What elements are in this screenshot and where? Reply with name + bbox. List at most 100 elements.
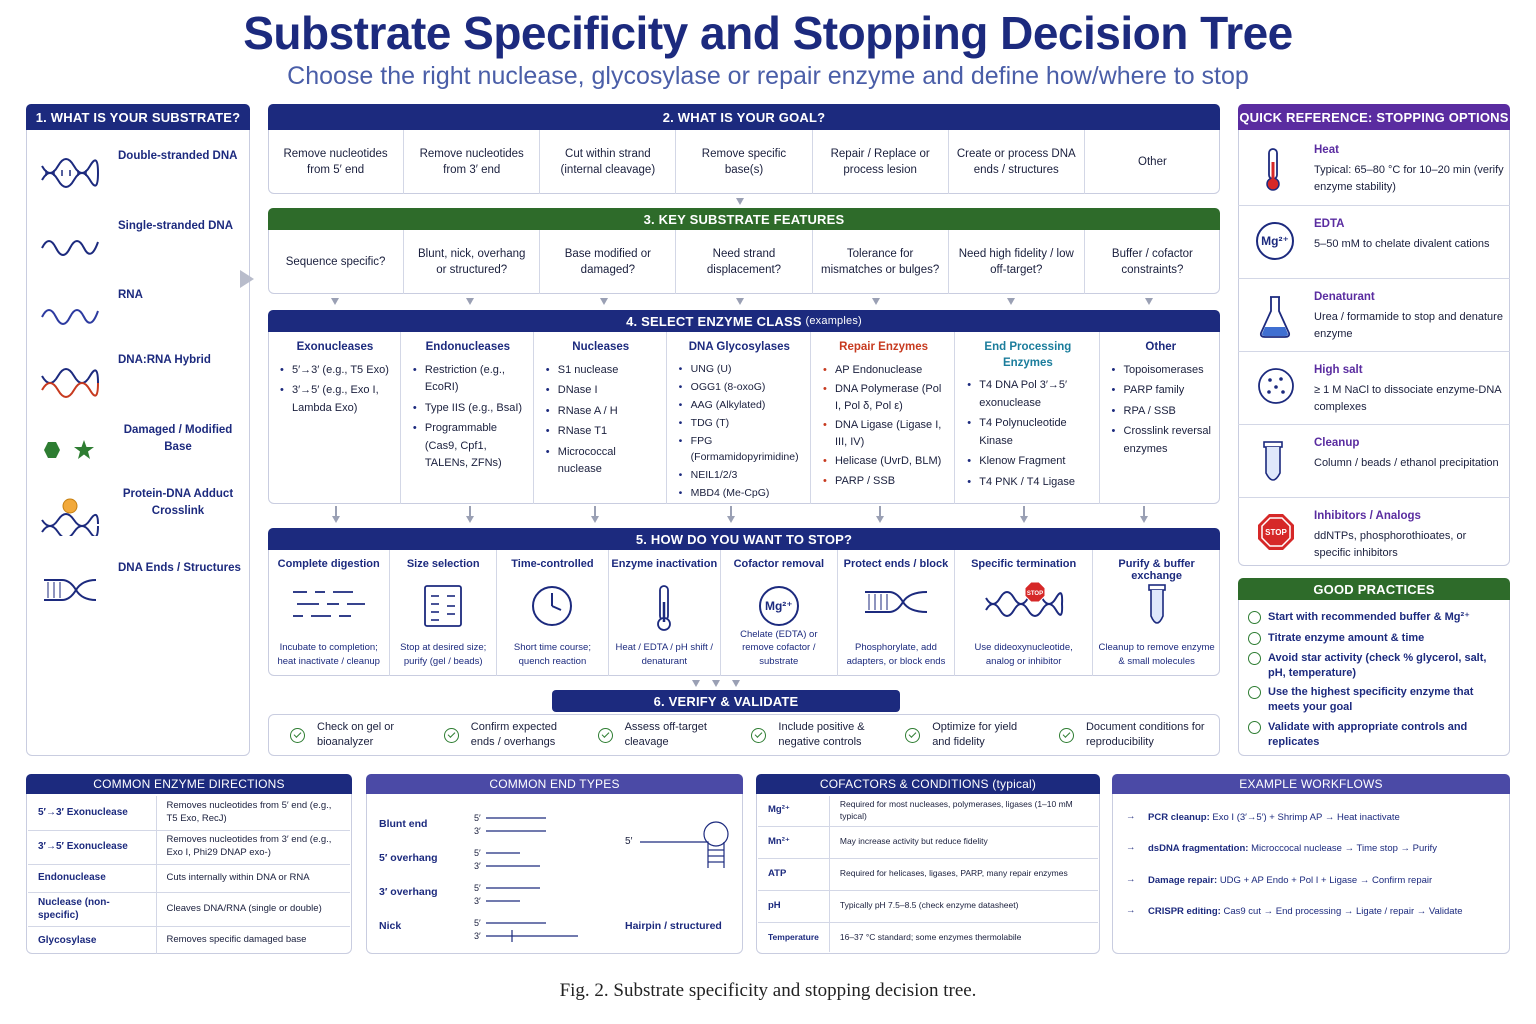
strand-3-label: 3′: [474, 931, 481, 941]
connector-line: [730, 506, 732, 518]
enzyme-list-item: Topoisomerases: [1110, 362, 1213, 380]
enzyme-header: 4. SELECT ENZYME CLASS (examples): [268, 310, 1220, 332]
stop-option[interactable]: Size selection Stop at desired size; pur…: [390, 550, 498, 676]
down-arrow-icon: [331, 298, 339, 305]
enzyme-class-repair: Repair EnzymesAP EndonucleaseDNA Polymer…: [811, 332, 956, 504]
goal-option[interactable]: Remove specific base(s): [676, 130, 813, 194]
good-practice-item: Avoid star activity (check % glycerol, s…: [1248, 651, 1506, 682]
substrate-label: DNA:RNA Hybrid: [118, 354, 211, 366]
stop-option[interactable]: Complete digestion Incubate to completio…: [268, 550, 391, 676]
substrate-item[interactable]: Single-stranded DNA: [26, 214, 252, 282]
tube-icon: [1147, 584, 1166, 624]
enzyme-list-item: RNase A / H: [544, 403, 658, 421]
substrate-item[interactable]: RNA: [26, 283, 252, 351]
strand-5-label: 5′: [474, 813, 481, 823]
verify-item: Include positive & negative controls: [733, 714, 887, 756]
features-header: 3. KEY SUBSTRATE FEATURES: [268, 208, 1220, 230]
down-arrow-icon: [872, 298, 880, 305]
verify-item: Document conditions for reproducibility: [1041, 714, 1216, 756]
verify-item-label: Check on gel or bioanalyzer: [317, 721, 395, 748]
workflow-row: →Damage repair: UDG + AP Endo + Pol I + …: [1126, 874, 1432, 886]
feature-option[interactable]: Base modified or damaged?: [540, 230, 677, 294]
stop-sign-icon: STOP: [1258, 514, 1294, 550]
stop-option-title: Specific termination: [971, 558, 1077, 570]
feature-option[interactable]: Buffer / cofactor constraints?: [1111, 247, 1193, 276]
quick-ref-title: Heat: [1314, 144, 1339, 156]
goal-header: 2. WHAT IS YOUR GOAL?: [268, 104, 1220, 130]
enzyme-class-nucleases: NucleasesS1 nucleaseDNase IRNase A / HRN…: [534, 332, 667, 504]
workflow-value: Exo I (3′→5′) + Shrimp AP → Heat inactiv…: [1212, 812, 1400, 823]
strand-5-label: 5′: [474, 848, 481, 858]
figure-caption: Fig. 2. Substrate specificity and stoppi…: [559, 980, 977, 1001]
goal-option[interactable]: Other: [1138, 155, 1167, 168]
feature-option[interactable]: Sequence specific?: [268, 230, 405, 294]
stop-option-title: Size selection: [406, 558, 480, 570]
goal-option[interactable]: Create or process DNA ends / structures: [949, 130, 1085, 194]
tube-icon: [1263, 441, 1283, 481]
substrate-item[interactable]: DNA:RNA Hybrid: [26, 348, 252, 416]
stop-option-title: Protect ends / block: [843, 558, 949, 570]
strand-5-label: 5′: [474, 918, 481, 928]
cofactor-key: ATP: [758, 858, 830, 891]
enzyme-class-glycosylases: DNA GlycosylasesUNG (U)OGG1 (8-oxoG)AAG …: [667, 332, 811, 504]
substrate-item[interactable]: DNA Ends / Structures: [26, 556, 252, 624]
feature-option[interactable]: Need high fidelity / low off-target?: [949, 230, 1085, 294]
enzyme-class-end-processing: End Processing EnzymesT4 DNA Pol 3′→5′ e…: [955, 332, 1100, 504]
stop-option[interactable]: Specific termination STOP Use dideoxynuc…: [955, 550, 1094, 676]
stop-option-title: Complete digestion: [277, 558, 380, 570]
arrow-right-icon: →: [1126, 874, 1136, 885]
stop-option[interactable]: Protect ends / block Phosphorylate, add …: [838, 550, 956, 676]
stop-option[interactable]: Time-controlled Short time course; quenc…: [497, 550, 609, 676]
enzyme-list-item: Restriction (e.g., EcoRI): [411, 362, 525, 397]
end-type-strands-icon: [486, 817, 729, 942]
feature-option[interactable]: Tolerance for mismatches or bulges?: [813, 230, 949, 294]
direction-key: Endonuclease: [28, 864, 157, 893]
strand-3-label: 3′: [474, 861, 481, 871]
goal-option[interactable]: Remove nucleotides from 3′ end: [404, 130, 541, 194]
stop-option[interactable]: Enzyme inactivation Heat / EDTA / pH shi…: [609, 550, 721, 676]
good-practices-panel: [1238, 578, 1510, 756]
goal-option[interactable]: Remove nucleotides from 5′ end: [268, 130, 405, 194]
enzyme-class-other: OtherTopoisomerasesPARP familyRPA / SSBC…: [1100, 332, 1221, 504]
feature-option[interactable]: Blunt, nick, overhang or structured?: [404, 230, 541, 294]
check-icon: [1058, 727, 1074, 743]
connector-line: [879, 506, 881, 518]
good-practice-item: Use the highest specificity enzyme that …: [1248, 685, 1506, 716]
enzyme-class-title: Nucleases: [572, 341, 630, 353]
substrate-item[interactable]: Double-stranded DNA: [26, 144, 252, 212]
cofactor-value: Required for most nucleases, polymerases…: [829, 796, 1098, 827]
verify-item-label: Assess off-target cleavage: [624, 721, 707, 748]
enzyme-list-item: Type IIS (e.g., BsaI): [411, 400, 525, 418]
quick-ref-title: Cleanup: [1314, 437, 1360, 449]
cofactor-key: Mn²⁺: [758, 826, 830, 859]
enzyme-class-endonucleases: EndonucleasesRestriction (e.g., EcoRI)Ty…: [401, 332, 534, 504]
direction-key: 3′→5′ Exonuclease: [28, 830, 157, 865]
enzyme-list-item: Helicase (UvrD, BLM): [821, 453, 946, 470]
direction-value: Removes specific damaged base: [166, 933, 307, 945]
direction-value: Removes nucleotides from 3′ end (e.g., E…: [156, 830, 350, 865]
stop-sign-text: STOP: [1265, 528, 1287, 537]
end-type-label: 3′ overhang: [379, 886, 438, 898]
substrate-item[interactable]: Protein-DNA Adduct Crosslink: [26, 482, 252, 550]
goal-option[interactable]: Repair / Replace or process lesion: [813, 130, 949, 194]
stop-option[interactable]: Purify & buffer exchange Cleanup to remo…: [1093, 550, 1220, 676]
stop-options: Complete digestion Incubate to completio…: [268, 550, 1220, 676]
salt-icon: [1258, 368, 1294, 404]
stop-option[interactable]: Cofactor removal Mg²⁺ Chelate (EDTA) or …: [721, 550, 838, 676]
table-row: Nuclease (non-specific)Cleaves DNA/RNA (…: [28, 892, 350, 927]
down-arrow-icon: [466, 516, 474, 523]
substrate-item[interactable]: Damaged / Modified Base: [26, 418, 252, 486]
enzyme-list-item: PARP family: [1110, 382, 1213, 400]
goal-option[interactable]: Cut within strand (internal cleavage): [540, 130, 677, 194]
good-practice-item: Validate with appropriate controls and r…: [1248, 720, 1506, 751]
connector-line: [469, 506, 471, 518]
enzyme-class-title: Other: [1145, 341, 1177, 353]
stop-option-desc: Cleanup to remove enzyme & small molecul…: [1098, 642, 1215, 667]
down-arrow-icon: [727, 516, 735, 523]
cofactors-header: COFACTORS & CONDITIONS (typical): [756, 774, 1100, 794]
feature-option[interactable]: Need strand displacement?: [676, 230, 813, 294]
enzyme-list-item: RPA / SSB: [1110, 403, 1213, 421]
stop-option-title: Purify & buffer exchange: [1118, 558, 1195, 582]
workflow-row: →CRISPR editing: Cas9 cut → End processi…: [1126, 905, 1463, 917]
